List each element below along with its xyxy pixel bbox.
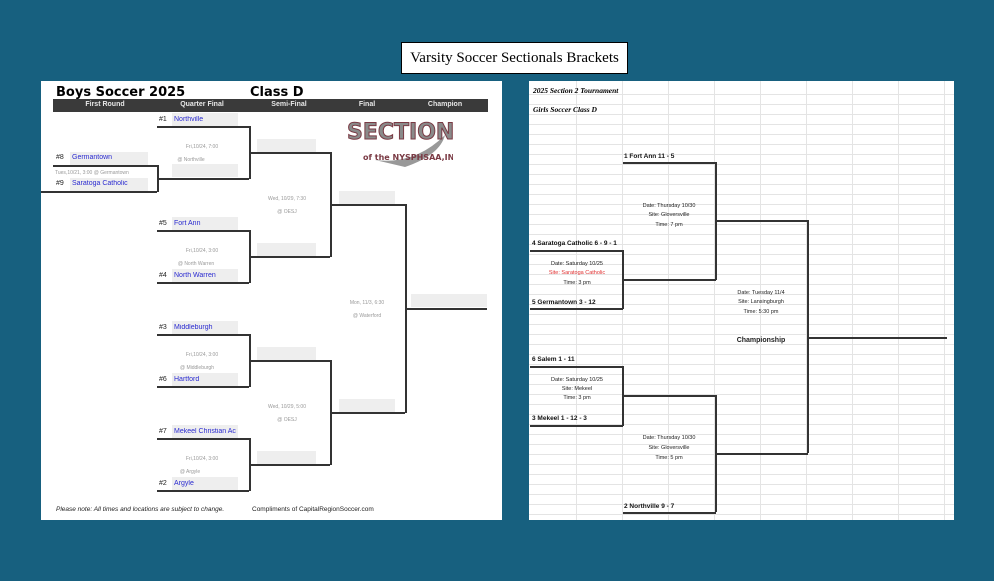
match-time: Time: 7 pm — [655, 222, 683, 228]
credit[interactable]: Compliments of CapitalRegionSoccer.com — [252, 506, 374, 513]
section2-logo: SECTION 2 of the NYSPHSAA,INC. — [345, 115, 478, 169]
final-time: Time: 5:30 pm — [743, 309, 779, 315]
match-site: @ Northville — [177, 157, 205, 163]
team-entry: 4 Saratoga Catholic 6 - 9 - 1 — [532, 240, 617, 247]
col-final: Final — [358, 101, 376, 108]
svg-text:of the NYSPHSAA,INC.: of the NYSPHSAA,INC. — [363, 153, 453, 162]
first-round-info: Tues,10/21, 3:00 @ Germantown — [55, 170, 129, 176]
seed: #8 — [56, 154, 64, 161]
match-site: Site: Saratoga Catholic — [548, 270, 606, 276]
team-name[interactable]: North Warren — [174, 272, 216, 279]
team-name[interactable]: Middleburgh — [174, 324, 213, 331]
match-date: Wed, 10/29, 7:30 — [268, 196, 306, 202]
girls-subtitle: Girls Soccer Class D — [533, 105, 597, 114]
seed: #3 — [159, 324, 167, 331]
team-entry: 6 Salem 1 - 11 — [532, 356, 575, 363]
match-site: @ Argyle — [179, 469, 201, 475]
boys-bracket-panel: Boys Soccer 2025 Class D First Round Qua… — [41, 81, 502, 520]
match-site: Site: Mekeel — [561, 386, 593, 392]
match-date: Wed, 10/29, 5:00 — [268, 404, 306, 410]
boys-class: Class D — [250, 85, 304, 100]
final-site: @ Waterford — [352, 313, 382, 319]
col-quarter-final: Quarter Final — [180, 101, 224, 108]
match-time: Time: 5 pm — [655, 455, 683, 461]
seed: #4 — [159, 272, 167, 279]
boys-title: Boys Soccer 2025 — [56, 85, 186, 100]
team-entry: 3 Mekeel 1 - 12 - 3 — [532, 415, 587, 422]
match-date: Fri,10/24, 3:00 — [185, 248, 219, 254]
match-date: Fri,10/24, 7:00 — [185, 144, 219, 150]
final-site: Site: Lansingburgh — [738, 299, 784, 305]
match-site: Site: Gloversville — [648, 212, 690, 218]
column-header-bar: First Round Quarter Final Semi-Final Fin… — [53, 99, 488, 112]
championship-label: Championship — [736, 337, 786, 344]
team-name[interactable]: Saratoga Catholic — [72, 180, 128, 187]
seed: #2 — [159, 480, 167, 487]
team-name[interactable]: Hartford — [174, 376, 200, 383]
girls-bracket-panel: 2025 Section 2 Tournament Girls Soccer C… — [529, 81, 954, 520]
champion-slot — [411, 294, 487, 307]
match-time: Time: 3 pm — [563, 280, 591, 286]
match-date: Date: Thursday 10/30 — [642, 203, 696, 209]
svg-text:SECTION 2: SECTION 2 — [347, 120, 453, 145]
seed: #5 — [159, 220, 167, 227]
team-entry: 2 Northville 9 - 7 — [624, 503, 675, 510]
match-date: Date: Saturday 10/25 — [551, 377, 603, 383]
seed: #6 — [159, 376, 167, 383]
team-name[interactable]: Argyle — [174, 480, 194, 487]
seed: #7 — [159, 428, 167, 435]
team-name[interactable]: Germantown — [72, 154, 113, 161]
final-date: Date: Tuesday 11/4 — [737, 290, 785, 296]
team-entry: 1 Fort Ann 11 - 5 — [624, 153, 675, 160]
match-site: @ North Warren — [177, 261, 215, 267]
match-site: @ OESJ — [277, 417, 297, 423]
match-date: Fri,10/24, 3:00 — [185, 352, 219, 358]
match-site: @ OESJ — [277, 209, 297, 215]
seed: #1 — [159, 116, 167, 123]
match-time: Time: 3 pm — [563, 395, 591, 401]
col-first-round: First Round — [85, 101, 125, 108]
match-date: Date: Saturday 10/25 — [551, 261, 603, 267]
team-name[interactable]: Northville — [174, 116, 204, 123]
disclaimer: Please note: All times and locations are… — [56, 506, 225, 513]
page-title: Varsity Soccer Sectionals Brackets — [401, 42, 628, 74]
team-name[interactable]: Mekeel Christian Ac — [174, 428, 236, 435]
match-site: @ Middleburgh — [180, 365, 214, 371]
col-champion: Champion — [427, 101, 463, 108]
girls-title: 2025 Section 2 Tournament — [533, 86, 619, 95]
match-date: Date: Thursday 10/30 — [642, 435, 696, 441]
match-date: Fri,10/24, 3:00 — [185, 456, 219, 462]
match-site: Site: Gloversville — [648, 445, 690, 451]
seed: #9 — [56, 180, 64, 187]
team-entry: 5 Germantown 3 - 12 — [532, 299, 596, 306]
final-date: Mon, 11/3, 6:30 — [349, 300, 385, 306]
col-semi-final: Semi-Final — [271, 101, 307, 108]
team-name[interactable]: Fort Ann — [174, 220, 201, 227]
